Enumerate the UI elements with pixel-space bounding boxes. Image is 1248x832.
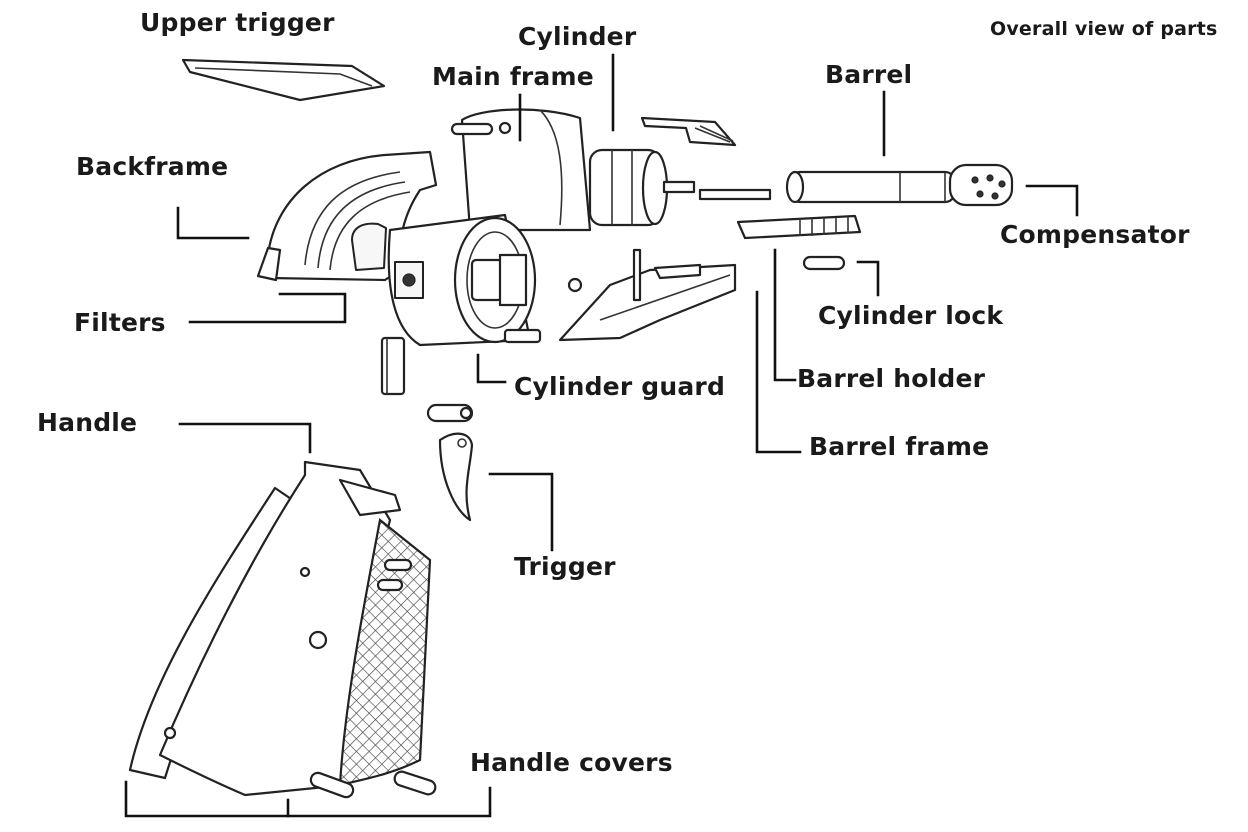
leader-handle-covers xyxy=(124,780,492,818)
leader-filters xyxy=(188,292,347,324)
barrel-holder-part xyxy=(698,188,862,240)
label-cylinder-lock: Cylinder lock xyxy=(818,301,1004,330)
leader-compensator xyxy=(1025,184,1079,217)
label-upper-trigger: Upper trigger xyxy=(140,8,335,37)
label-compensator: Compensator xyxy=(1000,220,1190,249)
label-handle: Handle xyxy=(37,408,138,437)
upper-trigger-part xyxy=(181,58,386,102)
cylinder-guard-part xyxy=(387,213,583,347)
leader-cylinder-guard xyxy=(476,353,507,384)
barrel-part xyxy=(785,170,957,204)
leader-barrel-holder xyxy=(773,248,797,382)
leader-barrel-frame xyxy=(755,290,802,454)
trigger-part xyxy=(438,432,474,522)
label-main-frame: Main frame xyxy=(432,62,594,91)
filter-block-part xyxy=(380,336,406,396)
label-backframe: Backframe xyxy=(76,152,229,181)
top-rail-part xyxy=(640,116,737,147)
label-handle-covers: Handle covers xyxy=(470,748,673,777)
label-barrel-frame: Barrel frame xyxy=(809,432,990,461)
leader-backframe xyxy=(176,206,250,240)
compensator-part xyxy=(948,163,1014,207)
label-cylinder: Cylinder xyxy=(518,22,637,51)
pin-part xyxy=(426,403,474,423)
cylinder-lock-part xyxy=(802,255,846,271)
leader-cylinder-lock xyxy=(856,260,880,297)
main-frame-part xyxy=(450,108,592,232)
loose-pins-part xyxy=(309,770,437,799)
diagram-title: Overall view of parts xyxy=(990,18,1218,40)
leader-handle xyxy=(178,422,312,454)
leader-lines xyxy=(124,53,1079,818)
label-cylinder-guard: Cylinder guard xyxy=(514,372,726,401)
cylinder-part xyxy=(588,148,696,227)
label-barrel: Barrel xyxy=(825,60,913,89)
label-filters: Filters xyxy=(74,308,166,337)
leader-trigger xyxy=(488,472,554,552)
label-barrel-holder: Barrel holder xyxy=(797,364,986,393)
handle-part xyxy=(128,460,432,797)
barrel-frame-part xyxy=(558,248,737,342)
label-trigger: Trigger xyxy=(514,552,616,581)
